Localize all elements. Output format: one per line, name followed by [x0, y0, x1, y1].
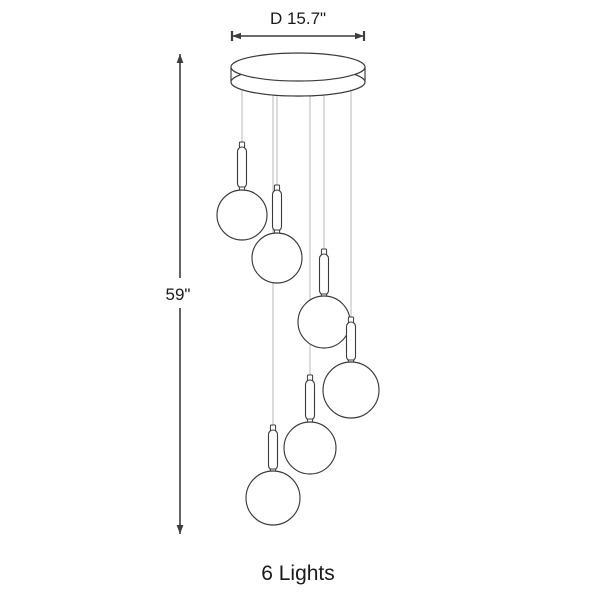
- pendant-light-3: [297, 248, 351, 349]
- pendant-socket-stem-2: [271, 189, 283, 232]
- pendant-globe-shade-1: [216, 189, 268, 241]
- height-arrowhead-top: [176, 54, 184, 63]
- pendant-socket-stem-1: [236, 146, 248, 189]
- pendant-lights-group: [216, 141, 380, 526]
- height-dimension-label: 59": [166, 285, 191, 304]
- canopy-top-ellipse: [230, 52, 366, 82]
- ceiling-canopy-group: [230, 52, 366, 97]
- pendant-socket-stem-6: [267, 429, 279, 471]
- pendant-light-4: [322, 316, 380, 419]
- pendant-light-1: [216, 141, 268, 241]
- height-arrowhead-bottom: [176, 525, 184, 534]
- pendant-socket-stem-5: [304, 379, 316, 421]
- pendant-socket-stem-3: [318, 253, 330, 296]
- width-arrowhead-left: [232, 32, 241, 40]
- light-count-caption: 6 Lights: [261, 562, 335, 585]
- width-dimension-group: D 15.7": [230, 9, 366, 41]
- pendant-globe-shade-6: [245, 470, 301, 526]
- height-dimension-group: 59": [166, 54, 191, 534]
- pendant-socket-stem-4: [345, 321, 357, 362]
- pendant-globe-shade-2: [251, 232, 303, 284]
- pendant-light-5: [283, 374, 337, 475]
- pendant-light-2: [251, 184, 303, 284]
- width-dimension-label: D 15.7": [270, 9, 326, 28]
- pendant-globe-shade-5: [283, 421, 337, 475]
- width-arrowhead-right: [355, 32, 364, 40]
- pendant-globe-shade-3: [297, 295, 351, 349]
- pendant-globe-shade-4: [322, 361, 380, 419]
- pendant-light-6: [245, 424, 301, 526]
